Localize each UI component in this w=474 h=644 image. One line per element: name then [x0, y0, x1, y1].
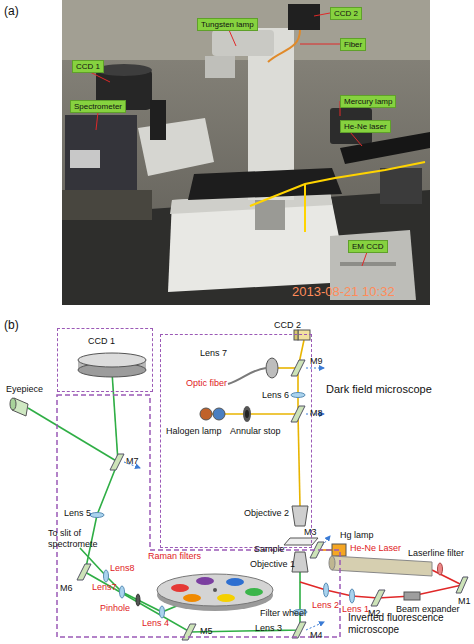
part-label: Laserline filter	[408, 548, 464, 559]
timestamp: 2013-08-21 10:32	[292, 284, 395, 300]
part-label: Beam expander	[396, 604, 460, 615]
part-label: M5	[200, 626, 213, 637]
part-label: Raman filters	[148, 551, 201, 562]
part-label: Lens 5	[64, 508, 91, 519]
callout-label: EM CCD	[348, 240, 388, 253]
part-label: Sample	[254, 544, 285, 555]
callout-text: Mercury lamp	[344, 96, 392, 107]
callout-text: Spectrometer	[74, 101, 122, 112]
part-label: Eyepiece	[6, 384, 43, 395]
part-label: Halogen lamp	[166, 426, 222, 437]
part-label: Filter wheel	[260, 608, 306, 619]
part-label: He-Ne Laser	[350, 543, 401, 554]
callout-text: CCD 2	[334, 8, 358, 19]
part-label: M7	[126, 456, 139, 467]
part-label: Pinhole	[100, 603, 130, 614]
part-label: Lens 3	[255, 623, 282, 634]
callout-label: Tungsten lamp	[197, 18, 258, 31]
callout-label: He-Ne laser	[340, 120, 391, 133]
part-label: Objective 1	[250, 559, 295, 570]
panel-letter: (b)	[4, 318, 19, 332]
group-heading: Inverted fluorescence microscope	[348, 612, 473, 636]
part-label: M2	[368, 608, 381, 619]
part-label: Optic fiber	[186, 378, 227, 389]
callout-text: Fiber	[344, 39, 362, 50]
part-label: Lens 4	[142, 618, 169, 629]
part-label: Lens 2	[312, 600, 339, 611]
callout-text: EM CCD	[352, 241, 384, 252]
callout-text: CCD 1	[76, 61, 100, 72]
part-label: CCD 2	[274, 320, 301, 331]
part-label: Lens 7	[200, 348, 227, 359]
part-label: M6	[60, 583, 73, 594]
part-label: To slit of spectromete	[48, 528, 108, 550]
part-label: Lens7	[92, 582, 117, 593]
callout-text: Tungsten lamp	[201, 19, 254, 30]
part-label: M9	[310, 356, 323, 367]
callout-label: CCD 2	[330, 7, 362, 20]
callout-label: CCD 1	[72, 60, 104, 73]
part-label: M4	[310, 630, 323, 641]
lab-photo	[62, 0, 430, 305]
group-heading: CCD 1	[88, 335, 148, 347]
part-label: Hg lamp	[340, 530, 374, 541]
part-label: Lens 6	[262, 390, 289, 401]
dashed-group: Dark field microscope	[160, 334, 312, 548]
panel-letter: (a)	[4, 4, 19, 18]
callout-text: He-Ne laser	[344, 121, 387, 132]
dashed-group: CCD 1	[57, 328, 153, 392]
part-label: Annular stop	[230, 426, 281, 437]
callout-label: Fiber	[340, 38, 366, 51]
part-label: Lens 1	[342, 604, 369, 615]
part-label: Lens8	[110, 563, 135, 574]
part-label: M8	[310, 408, 323, 419]
optical-schematic	[10, 330, 468, 640]
part-label: M3	[304, 527, 317, 538]
group-heading: Dark field microscope	[326, 383, 441, 395]
group-outline-path	[57, 395, 340, 637]
callout-label: Mercury lamp	[340, 95, 396, 108]
callout-label: Spectrometer	[70, 100, 126, 113]
part-label: M1	[458, 596, 471, 607]
part-label: Objective 2	[244, 508, 289, 519]
